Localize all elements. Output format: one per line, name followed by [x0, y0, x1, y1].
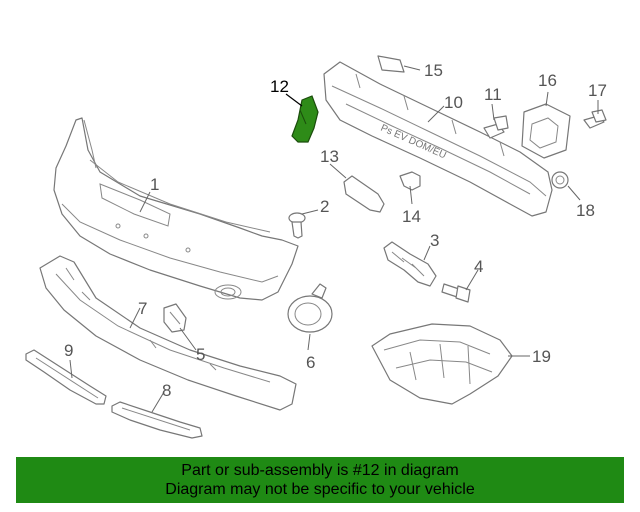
- callout-3: 3: [430, 231, 439, 250]
- callout-12-highlighted: 12: [270, 77, 289, 96]
- bracket-part-16[interactable]: [521, 103, 571, 159]
- lower-valance-part-7[interactable]: [39, 255, 297, 411]
- callout-19: 19: [532, 347, 551, 366]
- bracket-part-3[interactable]: [383, 241, 437, 287]
- callout-9: 9: [64, 341, 73, 360]
- callout-16: 16: [538, 71, 557, 90]
- callout-4: 4: [474, 257, 483, 276]
- callout-15: 15: [424, 61, 443, 80]
- nut-part-18[interactable]: [551, 171, 569, 189]
- trim-strip-part-9[interactable]: [25, 349, 107, 405]
- callout-6: 6: [306, 353, 315, 372]
- callout-7: 7: [138, 299, 147, 318]
- bracket-part-13[interactable]: [343, 175, 385, 213]
- callout-10: 10: [444, 93, 463, 112]
- callout-18: 18: [576, 201, 595, 220]
- callout-11: 11: [484, 85, 502, 104]
- impact-beam-part-10[interactable]: Ps EV DOM/EU: [323, 61, 553, 217]
- callout-17: 17: [588, 81, 607, 100]
- callout-14: 14: [402, 207, 421, 226]
- callout-5: 5: [196, 345, 205, 364]
- bolt-part-17[interactable]: [583, 109, 607, 129]
- callout-2: 2: [320, 197, 329, 216]
- clip-part-14[interactable]: [399, 171, 421, 191]
- banner-line-1: Part or sub-assembly is #12 in diagram: [181, 462, 459, 479]
- callout-8: 8: [162, 381, 171, 400]
- parts-diagram: Ps EV DOM/EU: [25, 55, 607, 439]
- cap-part-5[interactable]: [163, 303, 187, 333]
- bolt-part-11[interactable]: [483, 115, 509, 139]
- tag-part-15[interactable]: [377, 55, 405, 73]
- bolt-part-4[interactable]: [441, 283, 471, 303]
- bumper-cover-part-1[interactable]: [53, 117, 299, 301]
- banner-line-2: Diagram may not be specific to your vehi…: [165, 481, 475, 498]
- info-banner: Part or sub-assembly is #12 in diagram D…: [16, 457, 624, 503]
- undertray-part-19[interactable]: [371, 323, 513, 405]
- callout-13: 13: [320, 147, 339, 166]
- lamp-ring-part-6[interactable]: [287, 283, 333, 333]
- trim-strip-part-8[interactable]: [111, 401, 203, 439]
- clip-part-2[interactable]: [288, 212, 306, 239]
- callout-1: 1: [150, 175, 159, 194]
- bracket-part-12-highlighted[interactable]: [291, 95, 319, 143]
